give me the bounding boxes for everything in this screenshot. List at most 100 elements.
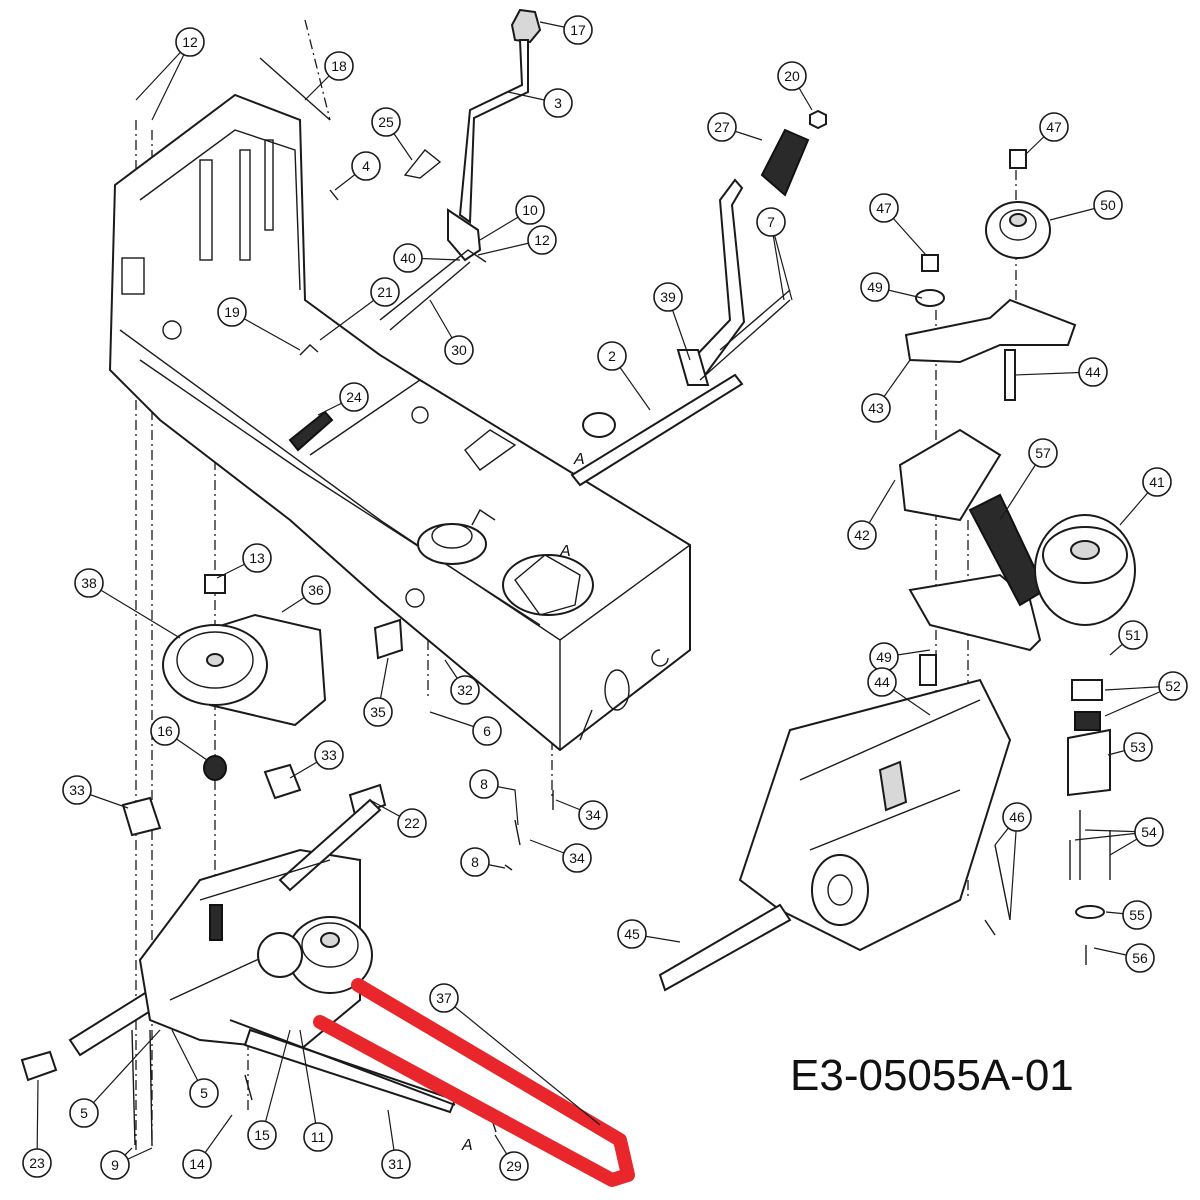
callout-47-top[interactable]: 47: [1039, 112, 1069, 142]
callout-53[interactable]: 53: [1123, 732, 1153, 762]
callout-34-lower[interactable]: 34: [562, 843, 592, 873]
callout-5-left[interactable]: 5: [69, 1098, 99, 1128]
callout-35[interactable]: 35: [363, 697, 393, 727]
callout-9[interactable]: 9: [100, 1150, 130, 1180]
callout-49[interactable]: 49: [869, 642, 899, 672]
svg-text:27: 27: [714, 119, 730, 135]
drawing-number: E3-05055A-01: [790, 1051, 1074, 1100]
callout-55[interactable]: 55: [1122, 900, 1152, 930]
svg-text:10: 10: [522, 202, 538, 218]
callout-12-lever[interactable]: 12: [527, 225, 557, 255]
svg-text:39: 39: [660, 289, 676, 305]
callout-12[interactable]: 12: [175, 27, 205, 57]
callout-22[interactable]: 22: [397, 808, 427, 838]
callout-14[interactable]: 14: [182, 1149, 212, 1179]
callout-54[interactable]: 54: [1134, 817, 1164, 847]
svg-text:56: 56: [1132, 950, 1148, 966]
callout-6[interactable]: 6: [472, 716, 502, 746]
callout-52[interactable]: 52: [1158, 671, 1188, 701]
svg-text:49: 49: [867, 279, 883, 295]
callout-51[interactable]: 51: [1118, 620, 1148, 650]
callout-25[interactable]: 25: [371, 107, 401, 137]
callout-33-right[interactable]: 33: [314, 740, 344, 770]
svg-text:42: 42: [854, 527, 870, 543]
svg-text:36: 36: [308, 582, 324, 598]
callout-5-right[interactable]: 5: [189, 1078, 219, 1108]
shift-lever-assembly: [379, 8, 542, 331]
svg-text:12: 12: [182, 34, 198, 50]
callout-45[interactable]: 45: [617, 919, 647, 949]
svg-text:13: 13: [249, 550, 265, 566]
reference-mark-a-rod: A: [461, 1137, 473, 1154]
callout-18[interactable]: 18: [324, 51, 354, 81]
svg-text:43: 43: [868, 400, 884, 416]
callout-43[interactable]: 43: [861, 393, 891, 423]
callout-23[interactable]: 23: [22, 1148, 52, 1178]
callout-50[interactable]: 50: [1093, 190, 1123, 220]
drive-pulley-and-belt: [121, 574, 554, 871]
callout-57[interactable]: 57: [1028, 438, 1058, 468]
callout-21[interactable]: 21: [370, 277, 400, 307]
svg-text:16: 16: [157, 723, 173, 739]
svg-text:21: 21: [377, 284, 393, 300]
svg-text:44: 44: [874, 674, 890, 690]
callout-42[interactable]: 42: [847, 520, 877, 550]
callout-33-left[interactable]: 33: [62, 775, 92, 805]
callout-13[interactable]: 13: [242, 543, 272, 573]
callout-7[interactable]: 7: [756, 207, 786, 237]
callout-4[interactable]: 4: [351, 151, 381, 181]
right-transaxle-assembly: [658, 428, 1136, 992]
svg-text:44: 44: [1085, 364, 1101, 380]
svg-text:31: 31: [388, 1156, 404, 1172]
svg-text:55: 55: [1129, 907, 1145, 923]
reference-mark-a-pedal: A: [573, 451, 585, 468]
callout-37[interactable]: 37: [429, 983, 459, 1013]
callout-39[interactable]: 39: [653, 282, 683, 312]
svg-text:8: 8: [480, 776, 488, 792]
callout-44-top[interactable]: 44: [1078, 357, 1108, 387]
callout-2[interactable]: 2: [597, 341, 627, 371]
callout-38[interactable]: 38: [74, 568, 104, 598]
svg-text:14: 14: [189, 1156, 205, 1172]
svg-text:2: 2: [608, 348, 616, 364]
callout-40[interactable]: 40: [393, 243, 423, 273]
callout-34-upper[interactable]: 34: [578, 800, 608, 830]
svg-text:57: 57: [1035, 445, 1051, 461]
callout-16[interactable]: 16: [150, 716, 180, 746]
svg-text:34: 34: [585, 807, 601, 823]
callout-8-lower[interactable]: 8: [460, 847, 490, 877]
callout-46[interactable]: 46: [1002, 802, 1032, 832]
svg-text:50: 50: [1100, 197, 1116, 213]
callout-19[interactable]: 19: [217, 297, 247, 327]
callout-41[interactable]: 41: [1142, 467, 1172, 497]
svg-text:17: 17: [570, 22, 586, 38]
callout-30[interactable]: 30: [444, 335, 474, 365]
callout-47[interactable]: 47: [869, 193, 899, 223]
svg-text:33: 33: [69, 782, 85, 798]
callout-49-top[interactable]: 49: [860, 272, 890, 302]
callout-27[interactable]: 27: [707, 112, 737, 142]
callout-15[interactable]: 15: [247, 1120, 277, 1150]
callout-31[interactable]: 31: [381, 1149, 411, 1179]
svg-text:47: 47: [1046, 119, 1062, 135]
callout-20[interactable]: 20: [777, 61, 807, 91]
left-transaxle-assembly: [20, 798, 497, 1146]
svg-text:33: 33: [321, 747, 337, 763]
callout-36[interactable]: 36: [301, 575, 331, 605]
callout-11[interactable]: 11: [303, 1122, 333, 1152]
svg-text:45: 45: [624, 926, 640, 942]
callout-3[interactable]: 3: [543, 88, 573, 118]
callout-56[interactable]: 56: [1125, 943, 1155, 973]
part-callouts: 12 18 17 3 25 4 10 12 40 21 19 30 20 27 …: [22, 15, 1188, 1181]
callout-32[interactable]: 32: [450, 675, 480, 705]
svg-text:19: 19: [224, 304, 240, 320]
svg-text:25: 25: [378, 114, 394, 130]
svg-text:9: 9: [111, 1157, 119, 1173]
callout-29[interactable]: 29: [499, 1151, 529, 1181]
callout-44[interactable]: 44: [867, 667, 897, 697]
callout-17[interactable]: 17: [563, 15, 593, 45]
callout-8-upper[interactable]: 8: [469, 769, 499, 799]
callout-24[interactable]: 24: [339, 382, 369, 412]
svg-text:24: 24: [346, 389, 362, 405]
callout-10[interactable]: 10: [515, 195, 545, 225]
